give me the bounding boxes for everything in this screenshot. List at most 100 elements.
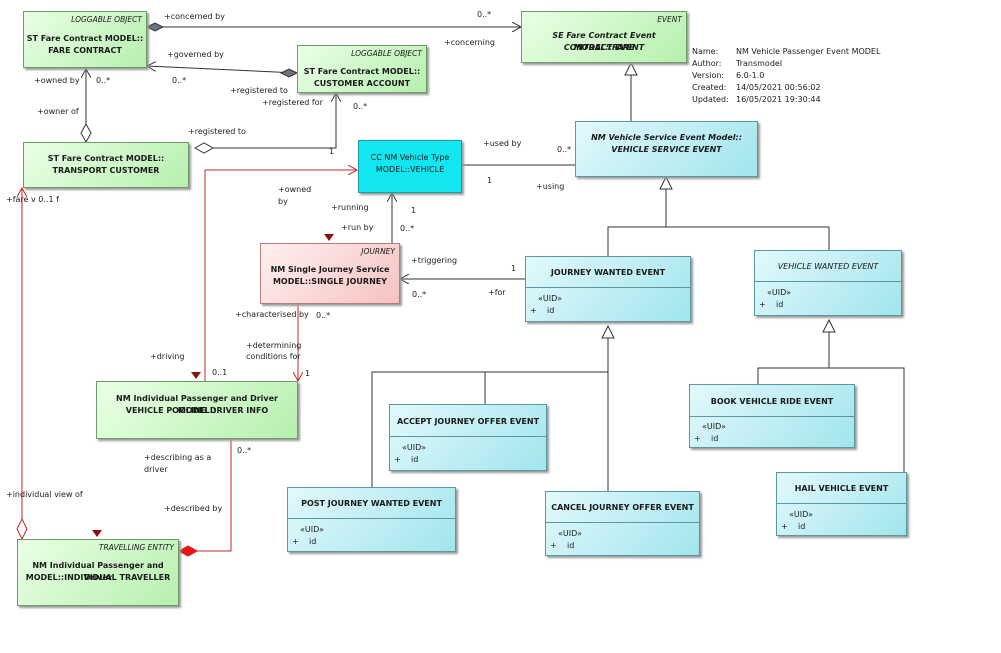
compartment-divider xyxy=(777,503,906,504)
note-marker xyxy=(92,530,102,537)
gen-events-vse xyxy=(607,226,830,256)
label-described-by: +described by xyxy=(164,504,223,513)
label-registered-for: +registered for xyxy=(262,98,323,107)
gen-subevents-vwe xyxy=(757,367,905,472)
assoc-governed-by xyxy=(147,66,298,74)
attr-visibility: + xyxy=(292,537,299,546)
meta-label: Version: xyxy=(692,71,725,80)
label-driving: +driving xyxy=(150,352,185,361)
class-vehicle-wanted-event[interactable]: VEHICLE WANTED EVENT «UID» + id xyxy=(754,250,902,316)
attr-visibility: + xyxy=(694,434,701,443)
class-vehicle-service-event[interactable]: NM Vehicle Service Event Model:: VEHICLE… xyxy=(575,121,758,177)
class-title: CONTRACT EVENT xyxy=(563,43,645,52)
attr-id: id xyxy=(567,541,575,550)
assoc-driving xyxy=(204,170,357,381)
label-for: +for xyxy=(488,288,506,297)
meta-row-author: Author: Transmodel xyxy=(692,58,880,70)
class-cancel-journey-offer-event[interactable]: CANCEL JOURNEY OFFER EVENT «UID» + id xyxy=(545,491,700,556)
stereotype: TRAVELLING ENTITY xyxy=(98,543,174,552)
attr-id: id xyxy=(776,300,784,309)
assoc-registered-to xyxy=(195,93,336,149)
attr-visibility: + xyxy=(781,522,788,531)
meta-label: Updated: xyxy=(692,95,729,104)
attr-id: id xyxy=(798,522,806,531)
class-title: MODEL::INDIVIDUAL TRAVELLER xyxy=(25,573,171,582)
class-title: CUSTOMER ACCOUNT xyxy=(313,79,411,88)
label-owned: +owned xyxy=(278,185,312,194)
label-multiplicity: 1 xyxy=(487,176,493,185)
label-multiplicity: 1 xyxy=(329,147,335,156)
stereotype: JOURNEY xyxy=(361,247,395,256)
class-title: SE Fare Contract Event MODEL::FARE xyxy=(552,31,656,52)
stereotype-uid: «UID» xyxy=(558,529,583,538)
meta-value: Transmodel xyxy=(736,59,783,68)
compartment-divider xyxy=(288,518,455,519)
class-title: NM Individual Passenger and Driver xyxy=(32,561,164,582)
stereotype: LOGGABLE OBJECT xyxy=(71,15,142,24)
class-title: HAIL VEHICLE EVENT xyxy=(794,484,889,493)
class-individual-traveller[interactable]: TRAVELLING ENTITY NM Individual Passenge… xyxy=(17,539,179,606)
class-title: ST Fare Contract MODEL:: xyxy=(303,67,421,76)
class-title: TRANSPORT CUSTOMER xyxy=(52,166,160,175)
label-multiplicity: 1 xyxy=(511,264,517,273)
label-using: +using xyxy=(536,182,565,191)
label-multiplicity: 0..* xyxy=(477,10,492,19)
class-journey-wanted-event[interactable]: JOURNEY WANTED EVENT «UID» + id xyxy=(525,256,691,322)
meta-value: 6.0-1.0 xyxy=(736,71,765,80)
label-multiplicity: 1 xyxy=(305,369,311,378)
stereotype-uid: «UID» xyxy=(789,510,814,519)
class-hail-vehicle-event[interactable]: HAIL VEHICLE EVENT «UID» + id xyxy=(776,472,907,536)
attr-visibility: + xyxy=(530,306,537,315)
label-multiplicity: 0..* xyxy=(237,446,252,455)
class-title: MODEL::VEHICLE xyxy=(375,165,445,174)
label-characterised-by: +characterised by xyxy=(235,310,309,319)
meta-value: 16/05/2021 19:30:44 xyxy=(736,95,821,104)
class-title: CC NM Vehicle Type xyxy=(370,153,450,162)
class-customer-account[interactable]: LOGGABLE OBJECT ST Fare Contract MODEL::… xyxy=(297,45,427,93)
meta-label: Author: xyxy=(692,59,722,68)
class-fare-contract[interactable]: LOGGABLE OBJECT ST Fare Contract MODEL::… xyxy=(23,11,147,68)
note-marker xyxy=(324,234,334,241)
class-post-journey-wanted-event[interactable]: POST JOURNEY WANTED EVENT «UID» + id xyxy=(287,487,456,552)
meta-row-created: Created:14/05/2021 00:56:02 xyxy=(692,82,880,94)
class-vehicle-pooling-driver-info[interactable]: NM Individual Passenger and Driver MODEL… xyxy=(96,381,298,439)
label-concerning: +concerning xyxy=(444,38,495,47)
label-by: by xyxy=(278,197,288,206)
label-triggering: +triggering xyxy=(411,256,458,265)
compartment-divider xyxy=(390,436,546,437)
class-title: VEHICLE WANTED EVENT xyxy=(777,262,879,271)
label-individual-view-of: +individual view of xyxy=(6,490,83,499)
label-driver: driver xyxy=(144,465,168,474)
label-used-by: +used by xyxy=(483,139,522,148)
label-multiplicity: 0..* xyxy=(353,102,368,111)
class-title: JOURNEY WANTED EVENT xyxy=(550,268,666,277)
compartment-divider xyxy=(690,416,854,417)
label-registered-to: +registered to xyxy=(188,127,246,136)
attr-id: id xyxy=(411,455,419,464)
stereotype-uid: «UID» xyxy=(538,294,563,303)
label-describing-as-a: +describing as a xyxy=(144,453,212,462)
label-multiplicity: 0..* xyxy=(412,290,427,299)
compartment-divider xyxy=(546,522,699,523)
note-marker xyxy=(191,372,201,379)
class-title: VEHICLE SERVICE EVENT xyxy=(611,145,722,154)
label-determining: +determining xyxy=(246,341,302,350)
attr-visibility: + xyxy=(759,300,766,309)
class-transport-customer[interactable]: ST Fare Contract MODEL:: TRANSPORT CUSTO… xyxy=(23,142,189,188)
label-multiplicity: 0..* xyxy=(400,224,415,233)
class-book-vehicle-ride-event[interactable]: BOOK VEHICLE RIDE EVENT «UID» + id xyxy=(689,384,855,448)
label-fare-of: +fare v 0..1 f xyxy=(6,195,59,204)
class-title: CANCEL JOURNEY OFFER EVENT xyxy=(551,503,694,512)
stereotype: EVENT xyxy=(657,15,682,24)
class-vehicle[interactable]: CC NM Vehicle Type MODEL::VEHICLE xyxy=(358,140,462,193)
meta-label: Name: xyxy=(692,47,719,56)
label-multiplicity: 1 xyxy=(411,206,417,215)
class-title: MODEL::SINGLE JOURNEY xyxy=(272,277,388,286)
attr-id: id xyxy=(547,306,555,315)
class-fare-contract-event[interactable]: EVENT SE Fare Contract Event MODEL::FARE… xyxy=(521,11,687,63)
label-concerned-by: +concerned by xyxy=(164,12,225,21)
class-accept-journey-offer-event[interactable]: ACCEPT JOURNEY OFFER EVENT «UID» + id xyxy=(389,404,547,471)
class-title: POST JOURNEY WANTED EVENT xyxy=(301,499,442,508)
class-single-journey[interactable]: JOURNEY NM Single Journey Service MODEL:… xyxy=(260,243,400,304)
label-run-by: +run by xyxy=(341,223,374,232)
